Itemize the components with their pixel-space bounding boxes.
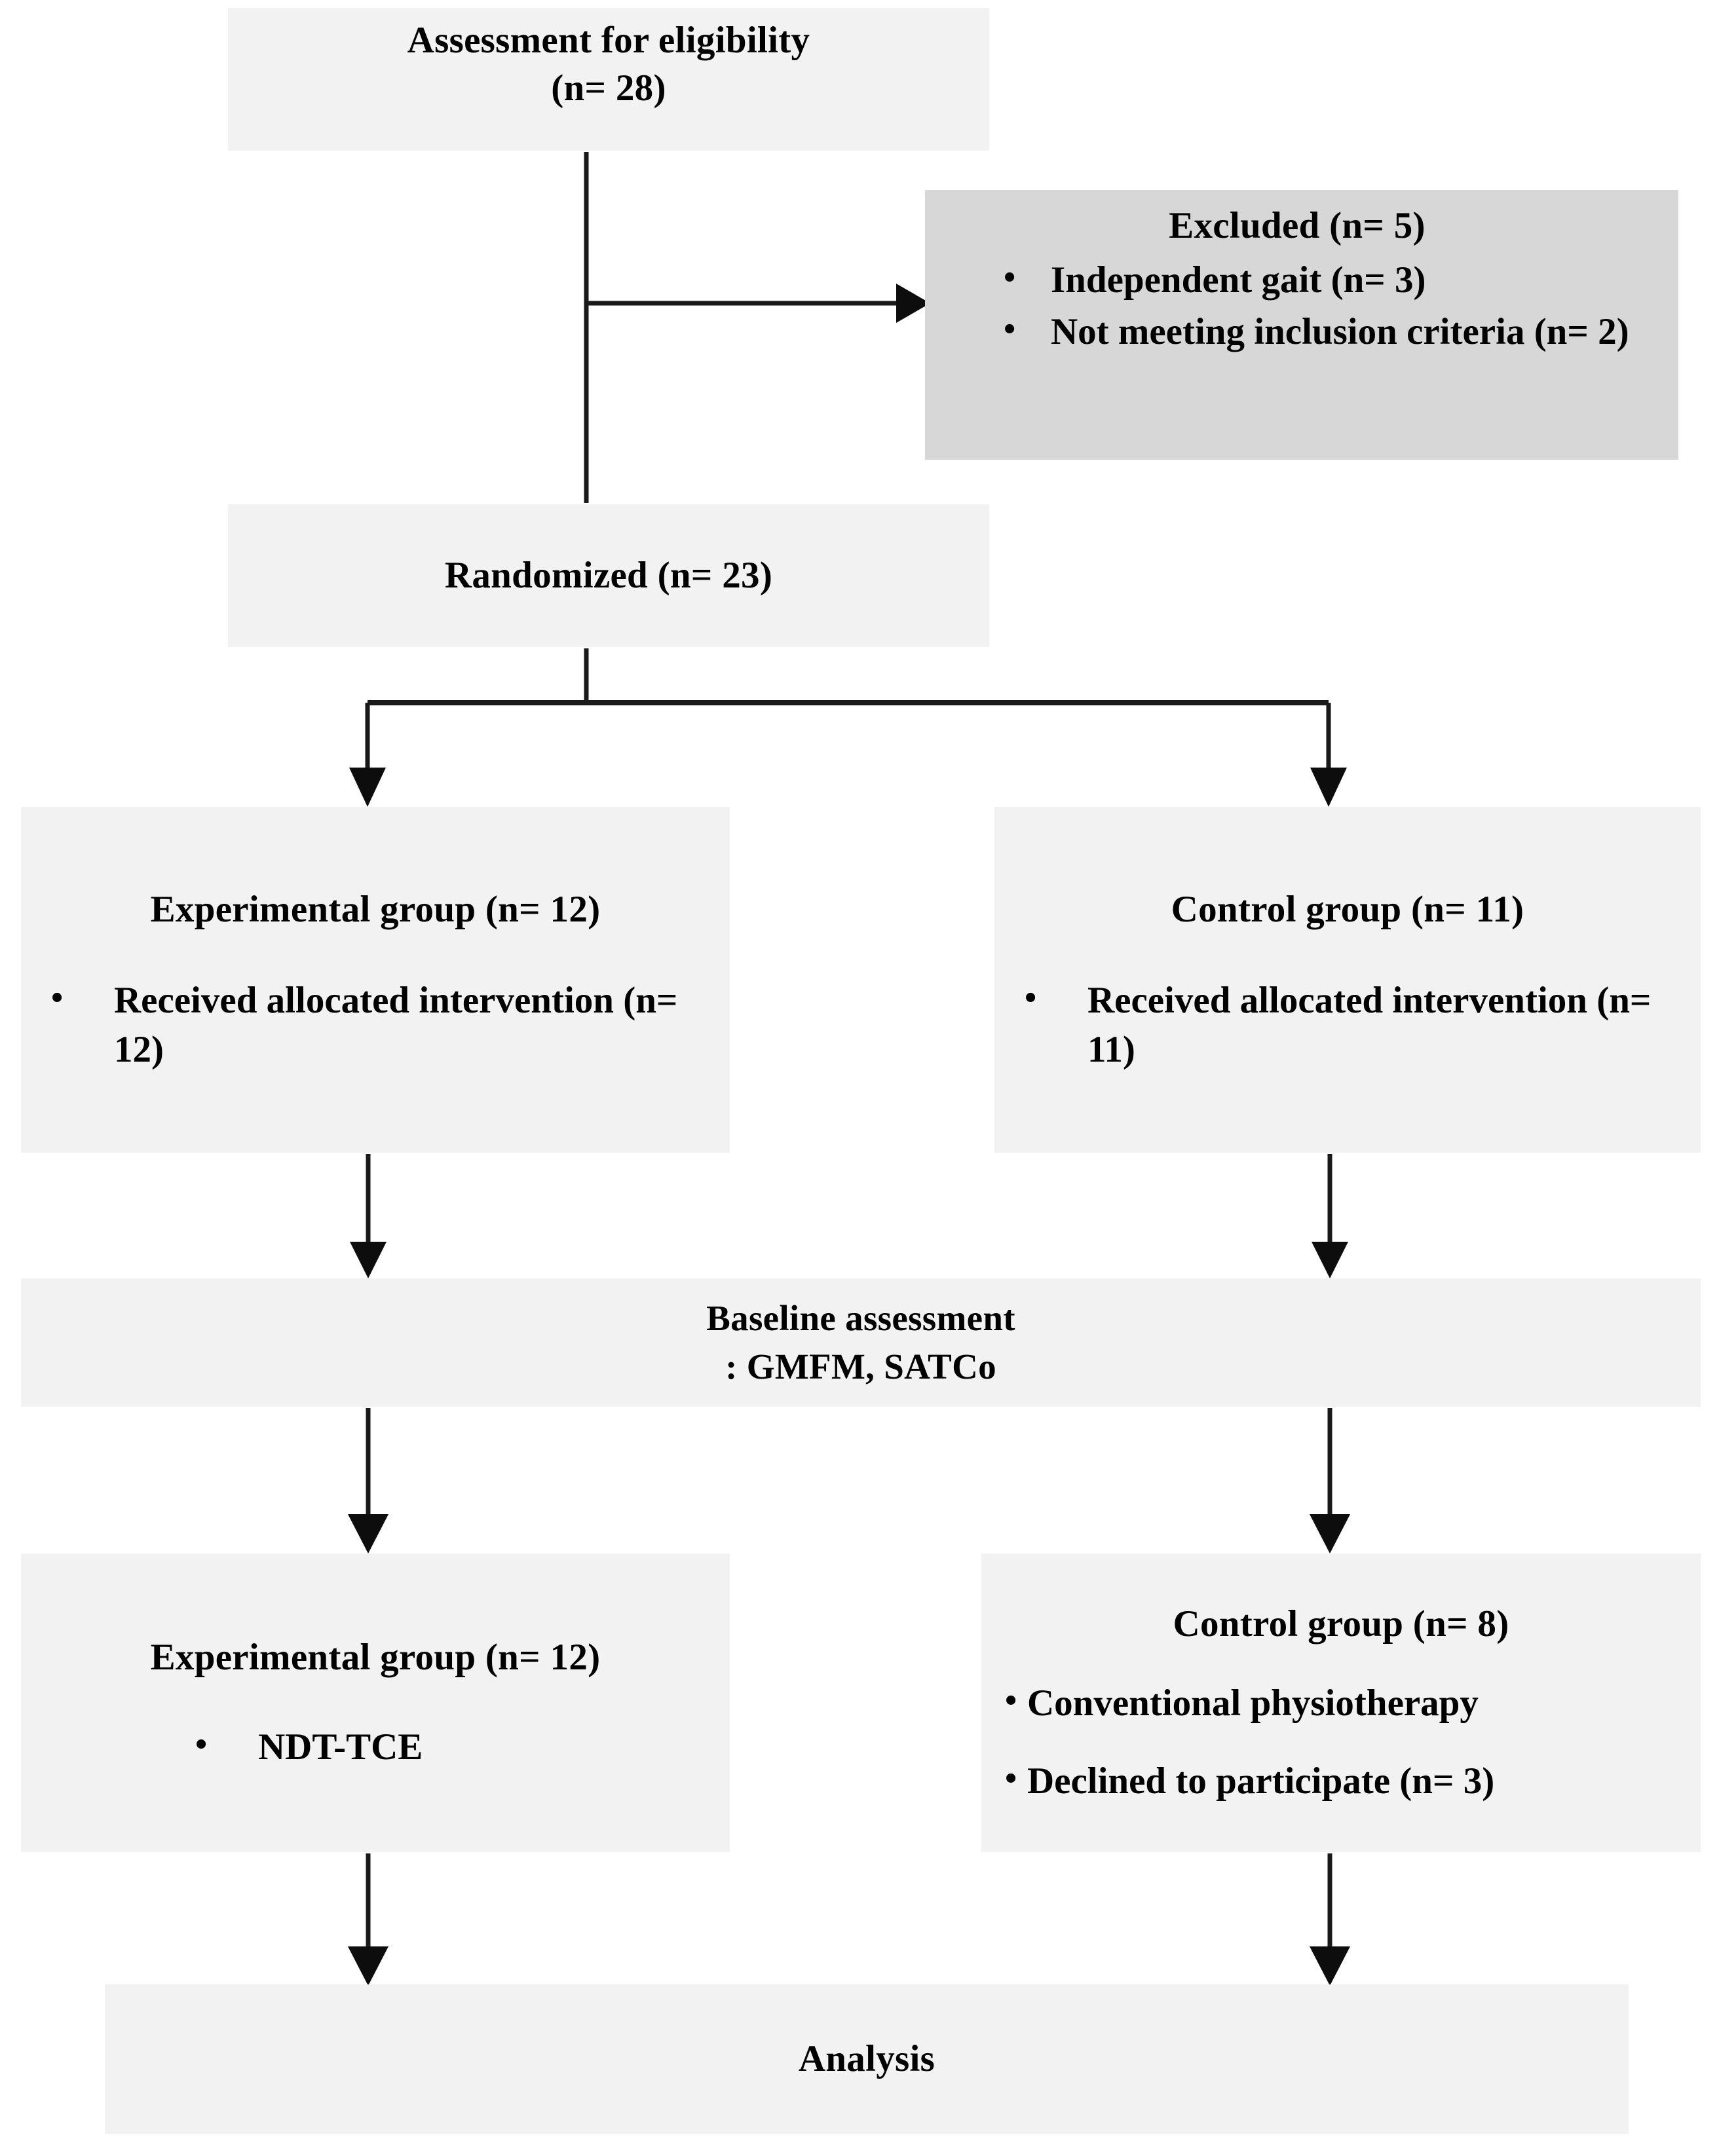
bullet-dot-icon: •	[1025, 978, 1037, 1016]
node-control-group-allocation: Control group (n= 11) • Received allocat…	[994, 807, 1701, 1153]
bullet-dot-icon: •	[1004, 310, 1016, 348]
node-randomized: Randomized (n= 23)	[228, 504, 989, 647]
edge-baseline-to-experimental-intervention-arrowhead	[348, 1514, 388, 1553]
node-experimental-group-allocation: Experimental group (n= 12) • Received al…	[21, 807, 730, 1153]
node-experimental-group-intervention: Experimental group (n= 12) • NDT-TCE	[21, 1553, 730, 1852]
experimental-intervention-title: Experimental group (n= 12)	[150, 1637, 601, 1679]
control-allocation-bullet-item: • Received allocated intervention (n= 11…	[1025, 976, 1684, 1074]
experimental-allocation-bullet-item: • Received allocated intervention (n= 12…	[51, 976, 713, 1074]
assessment-title-line1: Assessment for eligibility	[407, 20, 810, 61]
node-analysis: Analysis	[105, 1984, 1629, 2134]
excluded-bullet-item: • Not meeting inclusion criteria (n= 2)	[1004, 307, 1669, 356]
control-allocation-title: Control group (n= 11)	[1171, 888, 1524, 930]
bullet-dot-icon: •	[1005, 1681, 1017, 1719]
control-allocation-bullet-list: • Received allocated intervention (n= 11…	[1011, 976, 1684, 1074]
node-control-group-intervention: Control group (n= 8) • Conventional phys…	[981, 1553, 1701, 1852]
excluded-title: Excluded (n= 5)	[1169, 205, 1426, 246]
control-intervention-bullet-item: • Declined to participate (n= 3)	[1005, 1756, 1691, 1806]
excluded-bullet-text: Independent gait (n= 3)	[1051, 259, 1426, 301]
bullet-dot-icon: •	[51, 978, 64, 1016]
edge-control-intervention-to-analysis-arrowhead	[1310, 1946, 1350, 1986]
edge-experimental-allocation-to-baseline-arrowhead	[350, 1242, 387, 1278]
control-intervention-bullet-text: Declined to participate (n= 3)	[1027, 1760, 1495, 1802]
bullet-dot-icon: •	[1005, 1760, 1017, 1798]
assessment-title-line2: (n= 28)	[551, 67, 666, 109]
bullet-dot-icon: •	[1004, 259, 1016, 297]
experimental-intervention-bullet-item: • NDT-TCE	[195, 1722, 713, 1772]
node-baseline-assessment: Baseline assessment : GMFM, SATCo	[21, 1278, 1701, 1407]
edge-split-to-control-arrowhead	[1310, 768, 1347, 807]
edge-split-to-experimental-arrowhead	[349, 768, 386, 807]
edge-control-allocation-to-baseline-arrowhead	[1312, 1242, 1348, 1278]
control-intervention-bullet-text: Conventional physiotherapy	[1027, 1682, 1479, 1724]
experimental-allocation-bullet-list: • Received allocated intervention (n= 12…	[38, 976, 713, 1074]
edge-baseline-to-control-intervention-arrowhead	[1310, 1514, 1350, 1553]
node-assessment-for-eligibility: Assessment for eligibility (n= 28)	[228, 8, 989, 151]
excluded-bullet-text: Not meeting inclusion criteria (n= 2)	[1051, 311, 1629, 353]
excluded-bullet-item: • Independent gait (n= 3)	[1004, 255, 1669, 305]
control-allocation-bullet-text: Received allocated intervention (n= 11)	[1087, 979, 1652, 1071]
excluded-bullet-list: • Independent gait (n= 3) • Not meeting …	[925, 255, 1669, 359]
experimental-allocation-bullet-text: Received allocated intervention (n= 12)	[114, 979, 678, 1071]
experimental-intervention-bullet-list: • NDT-TCE	[38, 1722, 713, 1772]
control-intervention-bullet-item: • Conventional physiotherapy	[1005, 1679, 1691, 1728]
node-excluded: Excluded (n= 5) • Independent gait (n= 3…	[925, 190, 1678, 460]
experimental-allocation-title: Experimental group (n= 12)	[150, 888, 601, 930]
randomized-title: Randomized (n= 23)	[444, 554, 773, 596]
edge-experimental-intervention-to-analysis-arrowhead	[348, 1946, 388, 1986]
control-intervention-bullet-list: • Conventional physiotherapy • Declined …	[991, 1679, 1691, 1806]
bullet-dot-icon: •	[195, 1726, 208, 1764]
experimental-intervention-bullet-text: NDT-TCE	[258, 1726, 423, 1768]
baseline-title-line1: Baseline assessment	[706, 1298, 1015, 1339]
control-intervention-title: Control group (n= 8)	[1173, 1603, 1509, 1645]
baseline-title-line2: : GMFM, SATCo	[725, 1347, 996, 1386]
analysis-title: Analysis	[798, 2037, 935, 2079]
